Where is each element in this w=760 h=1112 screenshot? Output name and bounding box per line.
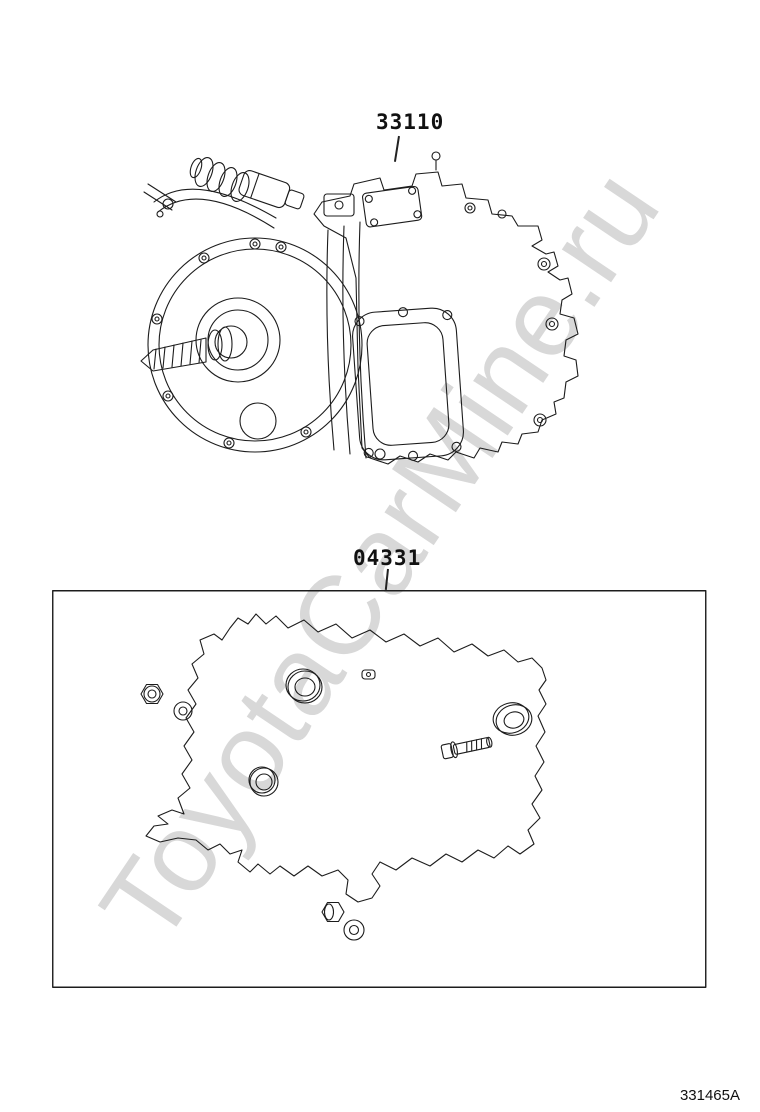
kit-frame bbox=[52, 590, 707, 988]
union-bolt bbox=[440, 736, 493, 760]
oil-seal-side bbox=[248, 766, 279, 797]
gearbox-body bbox=[313, 171, 579, 465]
bell-housing-bolts bbox=[151, 238, 312, 449]
bell-housing bbox=[147, 237, 363, 453]
part-number-33110[interactable]: 33110 bbox=[376, 110, 445, 134]
gasket-kit-box bbox=[52, 590, 707, 988]
shift-actuator bbox=[143, 151, 441, 229]
gasket-outline-drawing bbox=[145, 613, 547, 903]
drain-washer bbox=[343, 919, 365, 941]
oil-seal-rear bbox=[492, 702, 533, 736]
small-clip bbox=[361, 669, 376, 680]
transmission-assembly-drawing bbox=[140, 151, 579, 465]
pto-cover-plate bbox=[352, 307, 464, 461]
figure-code: 331465A bbox=[679, 1087, 740, 1104]
part-number-04331[interactable]: 04331 bbox=[353, 546, 422, 570]
hex-plug bbox=[140, 683, 164, 705]
input-shaft bbox=[140, 326, 233, 372]
oil-seal-front bbox=[285, 668, 323, 704]
plug-washer bbox=[173, 701, 193, 721]
drain-plug bbox=[321, 901, 345, 923]
